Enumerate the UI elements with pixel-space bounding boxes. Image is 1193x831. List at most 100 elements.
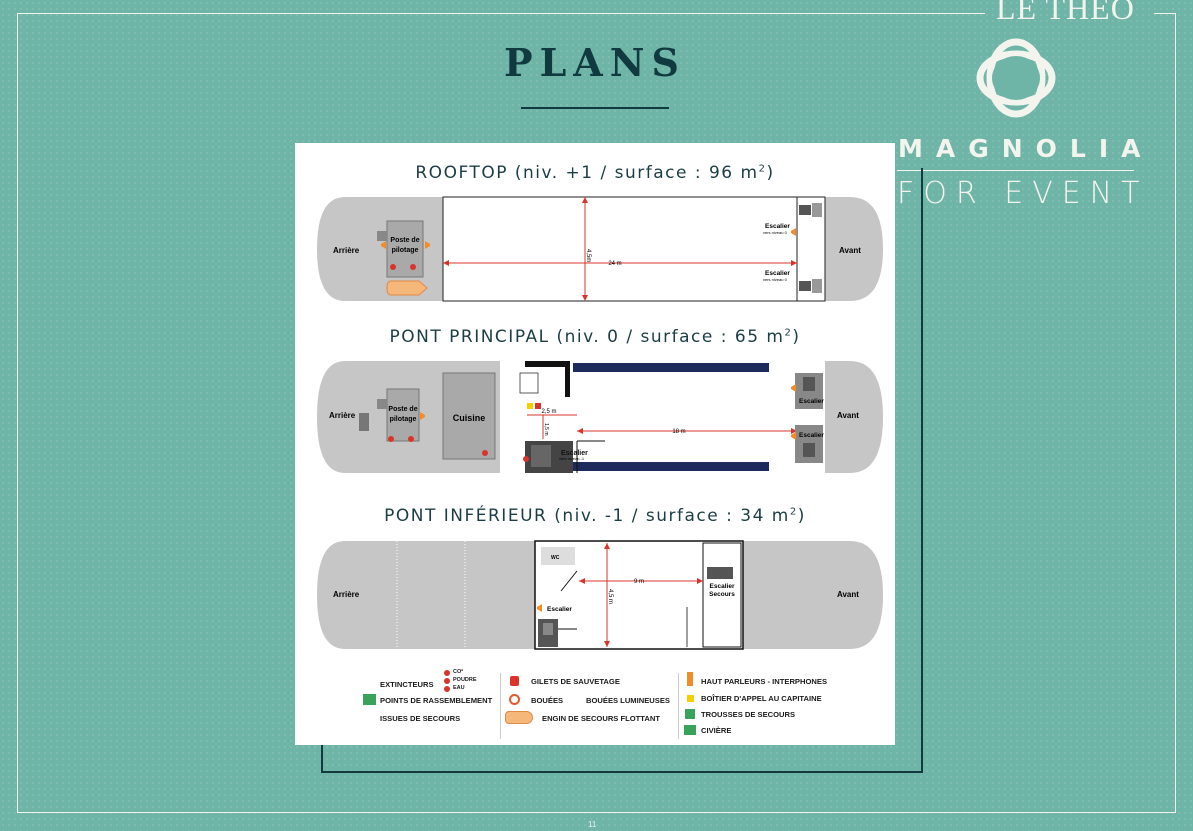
- lower-bow-label: Avant: [837, 590, 859, 599]
- stretcher-icon: [684, 725, 696, 735]
- captain-call-icon: [527, 403, 533, 409]
- svg-text:vers niveau 0: vers niveau 0: [763, 230, 788, 235]
- lower-stair-label: Escalier: [547, 606, 572, 613]
- plan-card: ROOFTOP (niv. +1 / surface : 96 m2) Arri…: [295, 143, 895, 745]
- legend-life-vests: GILETS DE SAUVETAGE: [531, 677, 620, 686]
- lower-length-label: 9 m: [634, 579, 644, 585]
- svg-text:Escalier: Escalier: [710, 583, 735, 590]
- extinguisher-icon: [523, 456, 529, 462]
- svg-text:Escalier: Escalier: [799, 398, 824, 405]
- svg-text:Escalier: Escalier: [561, 450, 588, 457]
- svg-text:vers niveau 0: vers niveau 0: [763, 277, 788, 282]
- svg-text:Cuisine: Cuisine: [453, 413, 486, 423]
- legend-extinguishers: EXTINCTEURS: [380, 680, 434, 689]
- svg-text:1,5 m: 1,5 m: [543, 423, 549, 436]
- life-vest-icon: [510, 676, 519, 686]
- legend-light-buoys: BOUÉES LUMINEUSES: [586, 696, 670, 705]
- rooftop-helm: [386, 220, 424, 278]
- speaker-icon: [381, 241, 386, 249]
- captain-call-icon: [687, 695, 694, 702]
- exit-icon: [799, 281, 811, 291]
- page-number: 11: [588, 820, 597, 829]
- assembly-point-icon: [363, 694, 376, 705]
- legend-divider: [500, 673, 501, 739]
- float-device-icon: [505, 711, 533, 724]
- speaker-icon: [687, 672, 693, 686]
- speaker-icon: [425, 241, 430, 249]
- main-deck-window-bottom: [573, 462, 769, 471]
- svg-text:Secours: Secours: [709, 591, 735, 598]
- svg-text:vers niveau -1: vers niveau -1: [559, 456, 585, 461]
- frame-top-left: [17, 13, 985, 14]
- speaker-icon: [537, 604, 542, 612]
- main-deck-window-top: [573, 363, 769, 372]
- speaker-icon: [791, 432, 796, 440]
- extinguisher-icon: [388, 436, 394, 442]
- exit-icon: [799, 205, 811, 215]
- legend-assembly: POINTS DE RASSEMBLEMENT: [380, 696, 493, 705]
- buoy-icon: [509, 694, 520, 705]
- lower-deck-title: PONT INFÉRIEUR (niv. -1 / surface : 34 m…: [384, 506, 806, 526]
- main-length-label: 18 m: [672, 429, 685, 435]
- svg-text:2,5 m: 2,5 m: [541, 409, 556, 415]
- lower-deck-plan: Arrière Avant WC Escalier 4,5 m 9 m Esca…: [317, 540, 883, 650]
- brand-rule: [897, 170, 1134, 171]
- page-title: PLANS: [504, 40, 686, 85]
- rooftop-title: ROOFTOP (niv. +1 / surface : 96 m2): [415, 163, 775, 183]
- magnolia-logo-icon: [976, 38, 1056, 118]
- extinguisher-icon: [444, 686, 450, 692]
- legend-stretcher: CIVIÈRE: [701, 726, 732, 735]
- speaker-icon: [420, 412, 425, 420]
- main-deck-plan: Arrière Avant Poste de pilotage Cuisine …: [317, 361, 883, 473]
- brand-top-text: LE THÉO: [996, 0, 1135, 26]
- extinguisher-icon: [390, 264, 396, 270]
- frame-right: [1175, 13, 1176, 813]
- frame-left: [17, 13, 18, 813]
- main-stern-label: Arrière: [329, 411, 356, 420]
- legend-exits: ISSUES DE SECOURS: [380, 714, 461, 723]
- svg-text:Poste de: Poste de: [388, 406, 417, 413]
- rooftop-stair-bottom: Escalier: [765, 270, 790, 277]
- legend-buoys: BOUÉES: [531, 696, 564, 705]
- rooftop-stair-top: Escalier: [765, 223, 790, 230]
- legend-ext-eau: EAU: [453, 685, 465, 691]
- speaker-icon: [791, 228, 796, 236]
- main-helm: [386, 388, 420, 442]
- extinguisher-icon: [482, 450, 488, 456]
- title-underline: [521, 107, 669, 109]
- svg-text:Poste de: Poste de: [390, 237, 419, 244]
- main-deck-title: PONT PRINCIPAL (niv. 0 / surface : 65 m2…: [389, 327, 801, 347]
- legend-speakers: HAUT PARLEURS - INTERPHONES: [701, 677, 828, 686]
- first-aid-icon: [685, 709, 695, 719]
- main-bow-label: Avant: [837, 411, 859, 420]
- brand-subtitle: FOR EVENT: [897, 176, 1149, 211]
- legend-captain-call: BOÎTIER D'APPEL AU CAPITAINE: [701, 694, 822, 703]
- svg-text:pilotage: pilotage: [390, 416, 417, 423]
- extinguisher-icon: [410, 264, 416, 270]
- rooftop-bow-label: Avant: [839, 246, 861, 255]
- legend-ext-co2: CO²: [453, 669, 464, 675]
- legend-divider: [678, 673, 679, 739]
- wc-area: [541, 547, 575, 565]
- float-device-icon: [386, 280, 428, 296]
- legend-float-device: ENGIN DE SECOURS FLOTTANT: [542, 714, 660, 723]
- lower-stern-label: Arrière: [333, 590, 360, 599]
- lower-width-label: 4,5 m: [607, 589, 613, 604]
- legend-first-aid: TROUSSES DE SECOURS: [701, 710, 796, 719]
- svg-text:pilotage: pilotage: [392, 247, 419, 254]
- speaker-icon: [791, 384, 796, 392]
- life-vest-icon: [535, 403, 541, 409]
- svg-text:Escalier: Escalier: [799, 432, 824, 439]
- extinguisher-icon: [444, 670, 450, 676]
- brand-name: MAGNOLIA: [898, 134, 1154, 163]
- legend-ext-poudre: POUDRE: [453, 677, 477, 683]
- kitchen: [442, 372, 496, 460]
- rooftop-width-label: 4,5m: [585, 249, 591, 262]
- rooftop-length-label: 24 m: [608, 261, 621, 267]
- extinguisher-icon: [408, 436, 414, 442]
- rooftop-stern-label: Arrière: [333, 246, 360, 255]
- svg-text:WC: WC: [551, 555, 560, 561]
- rooftop-plan: Arrière Avant Poste de pilotage 24 m 4,5…: [317, 196, 883, 302]
- frame-top-right: [1154, 13, 1176, 14]
- frame-bottom: [17, 812, 1176, 813]
